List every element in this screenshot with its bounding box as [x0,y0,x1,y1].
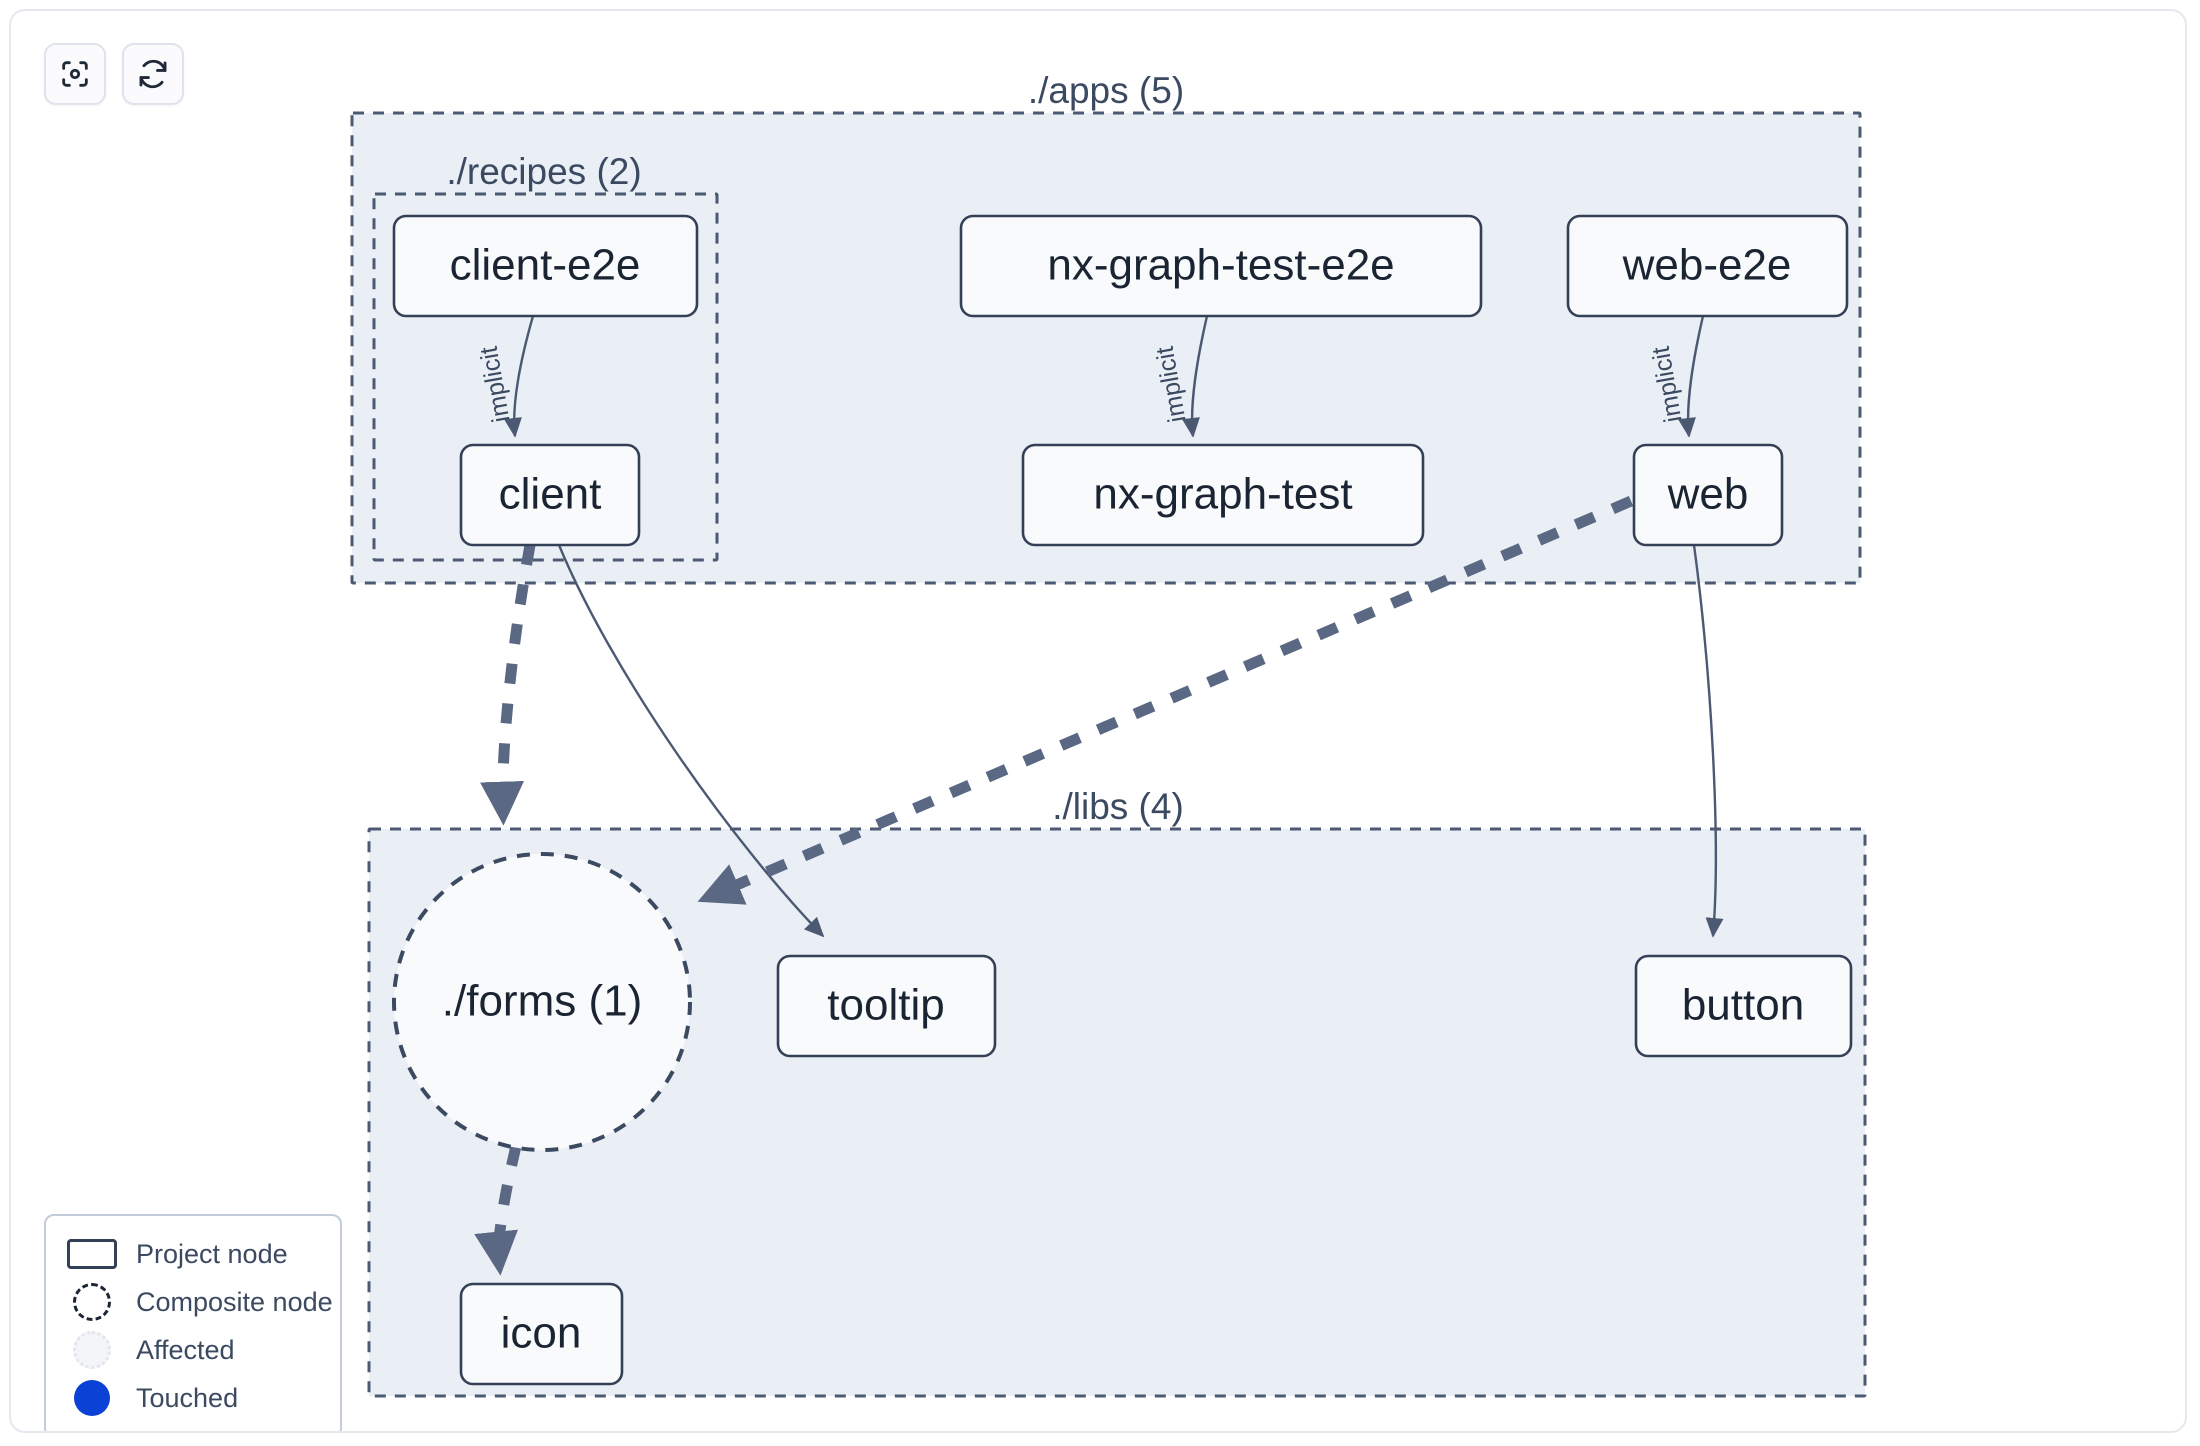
group-libs-label: ./libs (4) [1052,786,1184,827]
node-tooltip-label: tooltip [827,981,944,1030]
node-web-rect[interactable] [1632,443,1784,547]
node-web-e2e-label: web-e2e [1622,241,1792,290]
legend-label-composite-node: Composite node [136,1286,333,1317]
node-client-e2e-label: client-e2e [450,241,641,290]
node-nx-graph-test-e2e-rect[interactable] [959,214,1483,318]
refresh-graph-button[interactable] [122,43,184,105]
edge-client-to-tooltip[interactable] [557,544,825,938]
graph-legend: Project node Composite node Affected Tou… [44,1214,342,1431]
group-apps-rect[interactable] [350,111,1862,585]
legend-item-composite-node: Composite node [64,1278,333,1326]
touched-swatch [64,1380,120,1416]
focus-target-icon [58,57,92,91]
group-libs-rect[interactable] [367,827,1867,1398]
node-forms-label: ./forms (1) [442,977,642,1026]
edge-web-e2e-to-web[interactable] [1678,315,1705,438]
edge-client-e2e-to-client[interactable] [504,315,535,438]
node-icon[interactable]: icon [459,1282,624,1386]
edge-web-to-forms[interactable] [697,495,1634,905]
node-web-label: web [1667,470,1749,519]
graph-nodes: client-e2e nx-graph-test-e2e web-e2e cli… [392,214,1853,1386]
node-client-e2e[interactable]: client-e2e [392,214,699,318]
legend-item-affected: Affected [64,1326,322,1374]
node-client-e2e-rect[interactable] [392,214,699,318]
node-button-rect[interactable] [1634,954,1853,1058]
composite-node-swatch [64,1283,120,1321]
legend-label-project-node: Project node [136,1238,288,1269]
legend-label-affected: Affected [136,1334,235,1365]
group-libs[interactable]: ./libs (4) [367,786,1867,1398]
node-tooltip-rect[interactable] [776,954,997,1058]
node-client[interactable]: client [459,443,641,547]
graph-edges [474,315,1724,1276]
legend-item-project-node: Project node [64,1230,322,1278]
node-web-e2e[interactable]: web-e2e [1566,214,1849,318]
graph-canvas[interactable]: ./apps (5) ./recipes (2) ./libs (4) [11,11,2187,1433]
graph-toolbar [44,43,184,105]
legend-label-touched: Touched [136,1382,239,1413]
node-forms-circle[interactable] [392,852,692,1152]
node-nx-graph-test-e2e[interactable]: nx-graph-test-e2e [959,214,1483,318]
node-icon-label: icon [501,1309,582,1358]
group-apps-label: ./apps (5) [1028,70,1184,111]
node-button[interactable]: button [1634,954,1853,1058]
node-nx-graph-test[interactable]: nx-graph-test [1021,443,1425,547]
group-apps[interactable]: ./apps (5) [350,70,1862,585]
graph-card: ./apps (5) ./recipes (2) ./libs (4) [9,9,2187,1433]
node-client-label: client [499,470,602,519]
affected-swatch [64,1331,120,1369]
node-button-label: button [1682,981,1804,1030]
project-node-swatch [64,1239,120,1269]
edge-forms-to-icon[interactable] [474,1144,522,1276]
node-client-rect[interactable] [459,443,641,547]
node-nx-graph-test-rect[interactable] [1021,443,1425,547]
node-web[interactable]: web [1632,443,1784,547]
edge-web-to-button[interactable] [1692,544,1724,938]
legend-item-touched: Touched [64,1374,322,1422]
node-tooltip[interactable]: tooltip [776,954,997,1058]
group-recipes-label: ./recipes (2) [446,151,641,192]
edge-nx-graph-test-e2e-to-nx-graph-test[interactable] [1182,315,1209,438]
node-icon-rect[interactable] [459,1282,624,1386]
node-nx-graph-test-e2e-label: nx-graph-test-e2e [1047,241,1394,290]
refresh-icon [136,57,170,91]
node-web-e2e-rect[interactable] [1566,214,1849,318]
node-nx-graph-test-label: nx-graph-test [1093,470,1352,519]
focus-graph-button[interactable] [44,43,106,105]
node-forms-composite[interactable]: ./forms (1) [392,852,692,1152]
edge-client-to-forms[interactable] [480,544,536,826]
